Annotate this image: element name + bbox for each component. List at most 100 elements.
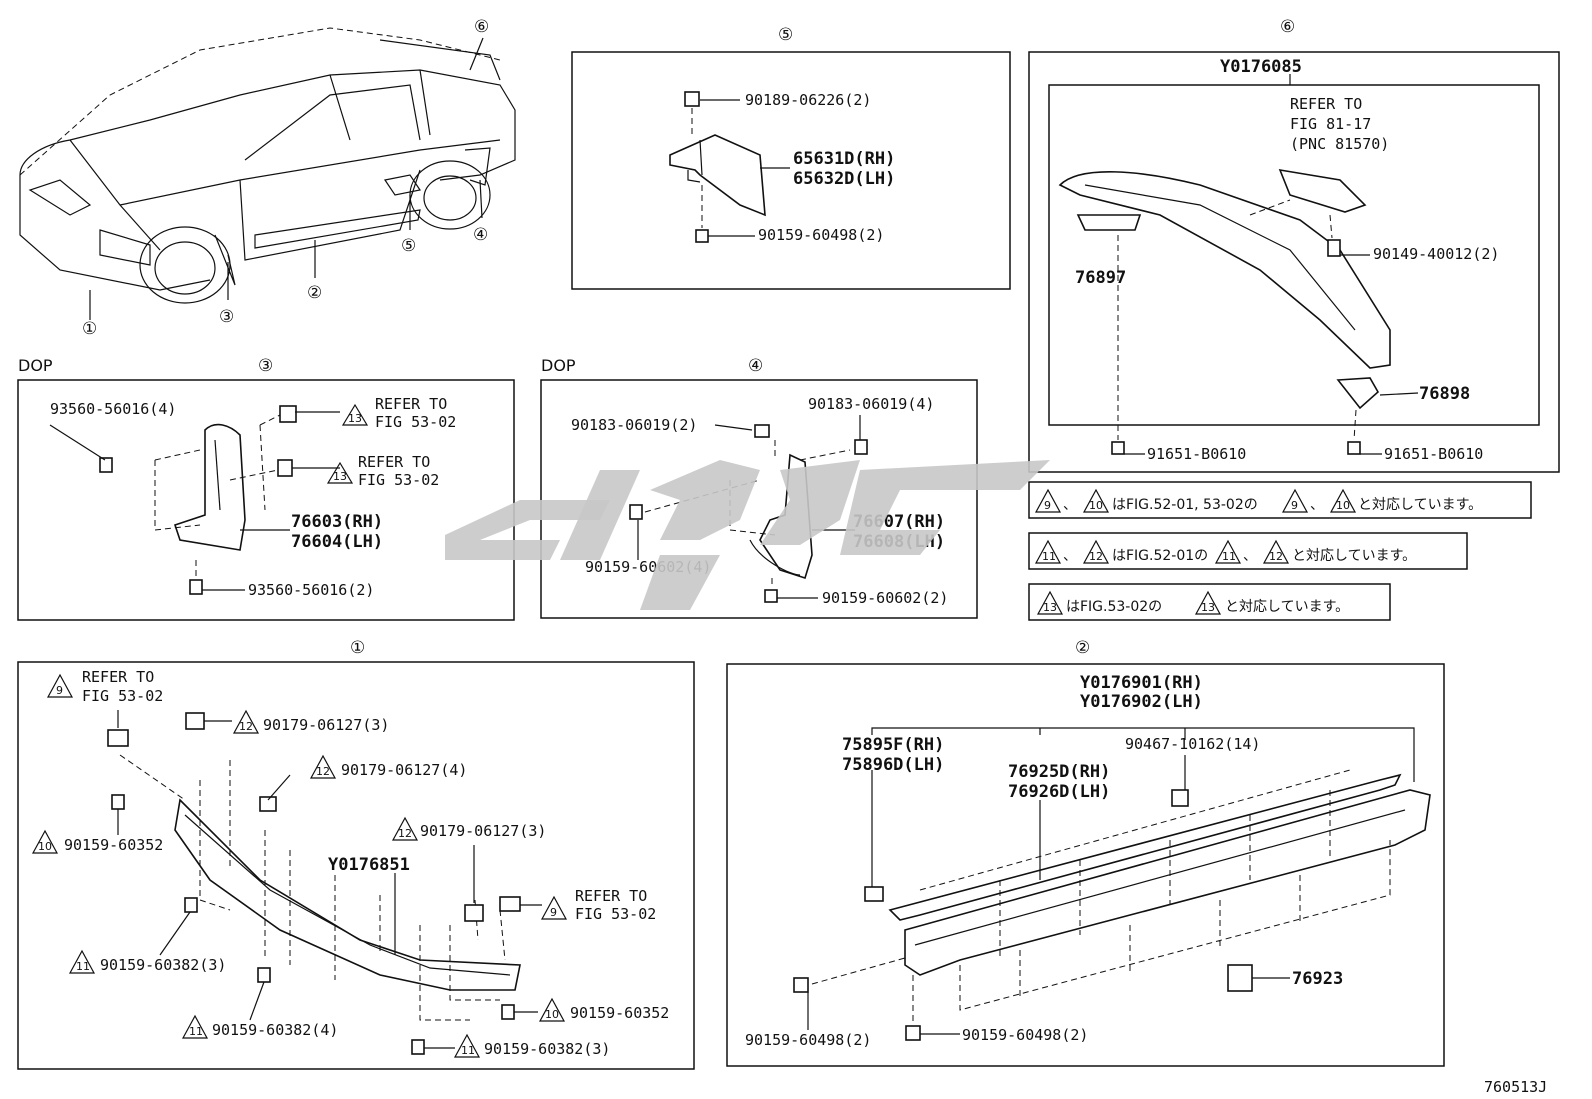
p6-refer-line3: (PNC 81570): [1290, 135, 1389, 153]
p3-part-93560-bottom: 93560-56016(2): [248, 581, 374, 599]
triangle-12-icon: 12: [391, 816, 419, 841]
panel-2-frame: [726, 663, 1445, 1067]
p3-part-93560-top: 93560-56016(4): [50, 400, 176, 418]
svg-text:、: 、: [1243, 548, 1257, 564]
triangle-11-icon: 11: [453, 1033, 481, 1058]
svg-text:10: 10: [1089, 499, 1103, 512]
p2-part-76923: 76923: [1292, 969, 1343, 989]
svg-text:11: 11: [461, 1044, 475, 1057]
p2-part-90159-right: 90159-60498(2): [962, 1026, 1088, 1044]
triangle-11-icon: 11: [181, 1014, 209, 1039]
p5-part-90159: 90159-60498(2): [758, 226, 884, 244]
note-13: 13 はFIG.53-02の 13 と対応しています。: [1028, 583, 1391, 621]
triangle-10-icon: 10: [538, 997, 566, 1022]
callout-1-overview: ①: [82, 319, 97, 339]
callout-2-overview: ②: [307, 283, 322, 303]
svg-text:12: 12: [239, 720, 253, 733]
svg-text:11: 11: [76, 960, 90, 973]
front-mudflap-illustration: [99, 405, 297, 595]
callout-3-overview: ③: [219, 307, 234, 327]
p1-refer-b-line1: REFER TO: [575, 887, 647, 905]
p3-part-76603: 76603(RH): [291, 512, 383, 532]
svg-text:9: 9: [56, 684, 63, 697]
callout-5-overview: ⑤: [401, 236, 416, 256]
panel-2-number: ②: [1075, 638, 1090, 658]
triangle-12-icon: 12: [309, 754, 337, 779]
panel-6-frame: [1028, 51, 1560, 473]
callout-6-overview: ⑥: [474, 17, 489, 37]
note-2-text: はFIG.52-01の: [1112, 548, 1208, 564]
p1-part-90179-c: 90179-06127(3): [420, 822, 546, 840]
panel-3-frame: [17, 379, 515, 621]
note-1-tail: と対応しています。: [1358, 497, 1482, 513]
p6-refer-line2: FIG 81-17: [1290, 115, 1371, 133]
svg-text:10: 10: [545, 1008, 559, 1021]
panel-4-frame: [540, 379, 978, 619]
svg-text:13: 13: [1201, 601, 1215, 614]
watermark-logo: [445, 460, 1050, 610]
panel-6-inner-frame: [1048, 84, 1540, 426]
svg-text:9: 9: [550, 906, 557, 919]
triangle-13-icon: 13: [326, 461, 354, 484]
front-spoiler-illustration: [107, 712, 521, 1055]
triangle-12-icon: 12: [232, 709, 260, 734]
svg-text:13: 13: [348, 412, 362, 425]
p6-part-76897: 76897: [1075, 268, 1126, 288]
note-3-text: はFIG.53-02の: [1066, 599, 1162, 615]
p2-part-76925d: 76925D(RH): [1008, 762, 1110, 782]
triangle-13-icon: 13: [341, 403, 369, 426]
svg-text:13: 13: [1043, 601, 1057, 614]
p2-code-rh: Y0176901(RH): [1080, 673, 1203, 693]
svg-text:9: 9: [1291, 499, 1298, 512]
note-1-text: はFIG.52-01, 53-02の: [1112, 497, 1258, 513]
panel-3-number: ③: [258, 356, 273, 376]
p2-part-90467: 90467-10162(14): [1125, 735, 1260, 753]
p6-part-76898: 76898: [1419, 384, 1470, 404]
p2-part-90159-left: 90159-60498(2): [745, 1031, 871, 1049]
p5-part-90189: 90189-06226(2): [745, 91, 871, 109]
panel-5-number: ⑤: [778, 25, 793, 45]
p3-part-76604: 76604(LH): [291, 532, 383, 552]
p2-part-75896d: 75896D(LH): [842, 755, 944, 775]
triangle-9-icon: 9: [46, 673, 74, 698]
p1-part-90159-60382-a: 90159-60382(3): [100, 956, 226, 974]
p2-part-76926d: 76926D(LH): [1008, 782, 1110, 802]
note-3-tail: と対応しています。: [1225, 599, 1349, 615]
svg-text:11: 11: [1222, 550, 1236, 563]
p1-part-90159-60382-c: 90159-60382(3): [484, 1040, 610, 1058]
svg-text:11: 11: [1042, 550, 1056, 563]
p6-code-y0176085: Y0176085: [1220, 57, 1302, 77]
svg-text:13: 13: [333, 470, 347, 483]
p6-part-91651-right: 91651-B0610: [1384, 445, 1483, 463]
p1-part-90159-60382-b: 90159-60382(4): [212, 1021, 338, 1039]
p1-part-90159-60352-b: 90159-60352: [570, 1004, 669, 1022]
figure-code: 760513J: [1484, 1078, 1547, 1096]
side-skirt-illustration: [793, 769, 1431, 1041]
p6-refer-line1: REFER TO: [1290, 95, 1362, 113]
panel-4-number: ④: [748, 356, 763, 376]
note-2-tail: と対応しています。: [1292, 548, 1416, 564]
p4-part-90159-right: 90159-60602(2): [822, 589, 948, 607]
svg-text:、: 、: [1063, 497, 1077, 513]
p2-code-lh: Y0176902(LH): [1080, 692, 1203, 712]
p3-refer2-line1: REFER TO: [358, 453, 430, 471]
note-9-10: 9 、 10 はFIG.52-01, 53-02の 9 、 10 と対応していま…: [1028, 481, 1532, 519]
panel-5-frame: [571, 51, 1011, 290]
p5-part-65631d: 65631D(RH): [793, 149, 895, 169]
svg-text:11: 11: [189, 1025, 203, 1038]
p3-refer1-line1: REFER TO: [375, 395, 447, 413]
svg-text:12: 12: [1269, 550, 1283, 563]
mudguard-illustration: [669, 91, 766, 243]
triangle-9-icon: 9: [540, 895, 568, 920]
p4-part-90183-left: 90183-06019(2): [571, 416, 697, 434]
p2-part-75895f: 75895F(RH): [842, 735, 944, 755]
note-11-12: 11 、 12 はFIG.52-01の 11 、 12 と対応しています。: [1028, 532, 1468, 570]
p1-part-90159-60352-a: 90159-60352: [64, 836, 163, 854]
callout-4-overview: ④: [473, 225, 488, 245]
panel-1-number: ①: [350, 638, 365, 658]
p4-part-90183-right: 90183-06019(4): [808, 395, 934, 413]
panel-6-number: ⑥: [1280, 17, 1295, 37]
p1-refer-a-line1: REFER TO: [82, 668, 154, 686]
rear-spoiler-illustration: [1058, 168, 1391, 455]
